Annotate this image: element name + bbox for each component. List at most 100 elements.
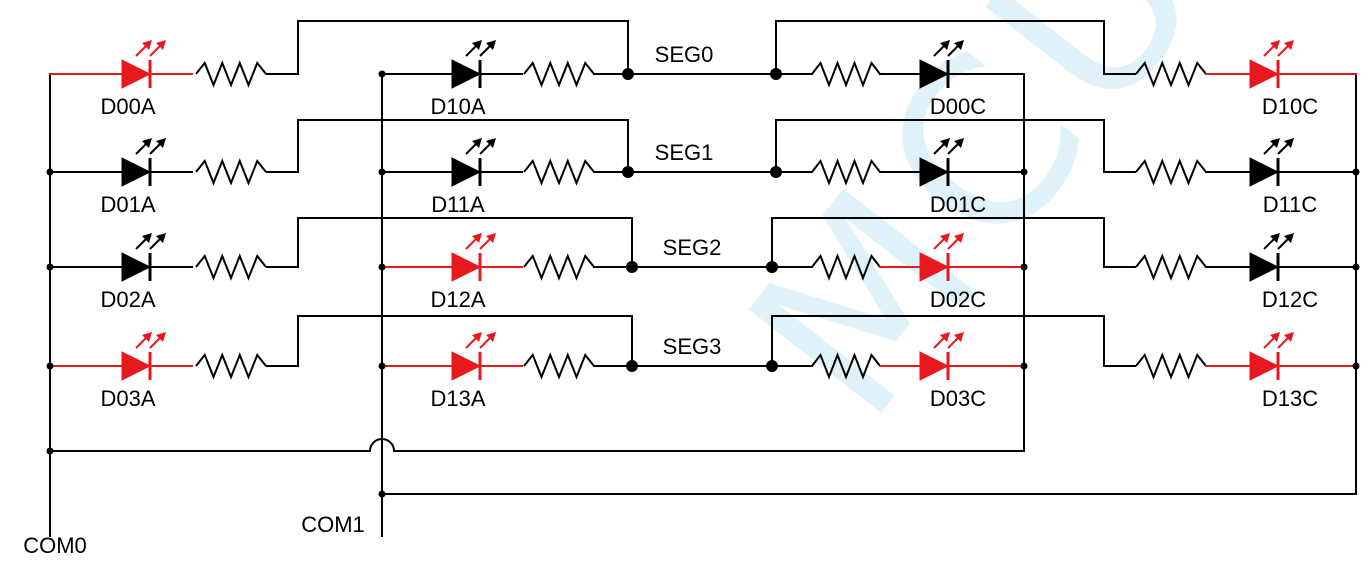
led-label-d00a: D00A [100,94,155,119]
led-d12c-icon [1249,252,1280,282]
light-arrow [933,142,946,155]
led-d11a-icon [451,157,482,187]
led-label-d01c: D01C [930,192,986,217]
junction-dot [378,168,386,176]
resistor-icon [523,60,595,88]
wire [771,217,1136,268]
light-arrow-head [142,138,152,148]
light-arrow-head [1284,233,1294,243]
led-label-d11a: D11A [431,192,485,217]
resistor-icon [523,352,595,380]
wire [266,119,629,173]
light-arrow-head [156,233,166,243]
light-arrow-head [954,233,964,243]
wire [771,315,1136,367]
led-label-d03a: D03A [100,386,155,411]
led-d02a-icon [121,252,152,282]
light-arrow-head [940,332,950,342]
light-arrow-head [954,138,964,148]
light-arrow [933,44,946,57]
light-arrow-head [1284,332,1294,342]
com0-return [50,438,1024,452]
resistor-icon [1135,253,1207,281]
light-arrow [479,142,492,155]
light-arrow [479,336,492,349]
resistor-icon [811,253,881,281]
segment-label-seg2: SEG2 [663,235,722,260]
light-arrow-head [1270,332,1280,342]
led-d02c-icon [919,252,950,282]
led-label-d10a: D10A [430,94,485,119]
resistor-icon [523,253,595,281]
led-d12a-icon [451,252,482,282]
light-arrow [135,237,148,250]
light-arrow [135,142,148,155]
resistor-icon [1135,158,1207,186]
segment-label-seg0: SEG0 [655,42,714,67]
resistor-icon [1135,352,1207,380]
light-arrow [149,237,162,250]
junction-dot [378,362,386,370]
light-arrow-head [142,233,152,243]
resistor-icon [195,352,267,380]
light-arrow-head [156,332,166,342]
led-d03c-icon [919,351,950,381]
led-label-d01a: D01A [100,192,155,217]
junction-dot [46,447,54,455]
led-d13a-icon [451,351,482,381]
light-arrow [465,44,478,57]
light-arrow-head [472,40,482,50]
junction-dot [378,490,386,498]
resistor-icon [811,352,881,380]
resistor-icon [1135,60,1207,88]
light-arrow-head [472,138,482,148]
segment-label-seg1: SEG1 [655,140,714,165]
light-arrow [465,142,478,155]
resistor-icon [195,60,267,88]
light-arrow [465,237,478,250]
light-arrow [465,336,478,349]
light-arrow [479,237,492,250]
light-arrow [1263,44,1276,57]
led-d10c-icon [1249,59,1280,89]
light-arrow [1277,237,1290,250]
light-arrow [1277,44,1290,57]
junction-dot [378,263,386,271]
led-label-d12c: D12C [1262,287,1318,312]
light-arrow [933,336,946,349]
light-arrow [933,237,946,250]
light-arrow-head [940,138,950,148]
led-label-d13a: D13A [430,386,485,411]
junction-dot [46,362,54,370]
resistor-icon [811,60,881,88]
light-arrow-head [954,332,964,342]
light-arrow [1263,142,1276,155]
led-d10a-icon [451,59,482,89]
resistor-icon [195,158,267,186]
light-arrow-head [486,138,496,148]
led-d01a-icon [121,157,152,187]
light-arrow [479,44,492,57]
light-arrow [1277,336,1290,349]
junction-dot [1352,362,1360,370]
led-label-d13c: D13C [1262,386,1318,411]
led-label-d10c: D10C [1262,94,1318,119]
light-arrow-head [1284,138,1294,148]
light-arrow [149,44,162,57]
light-arrow [1263,336,1276,349]
junction-dot [1352,168,1360,176]
junction-dot [46,168,54,176]
led-d00c-icon [919,59,950,89]
junction-dot [1020,263,1028,271]
light-arrow-head [1270,233,1280,243]
resistor-icon [523,158,595,186]
light-arrow-head [486,40,496,50]
led-d11c-icon [1249,157,1280,187]
light-arrow-head [486,233,496,243]
junction-dot [1020,362,1028,370]
led-d01c-icon [919,157,950,187]
light-arrow-head [472,332,482,342]
light-arrow-head [156,40,166,50]
light-arrow-head [1270,40,1280,50]
